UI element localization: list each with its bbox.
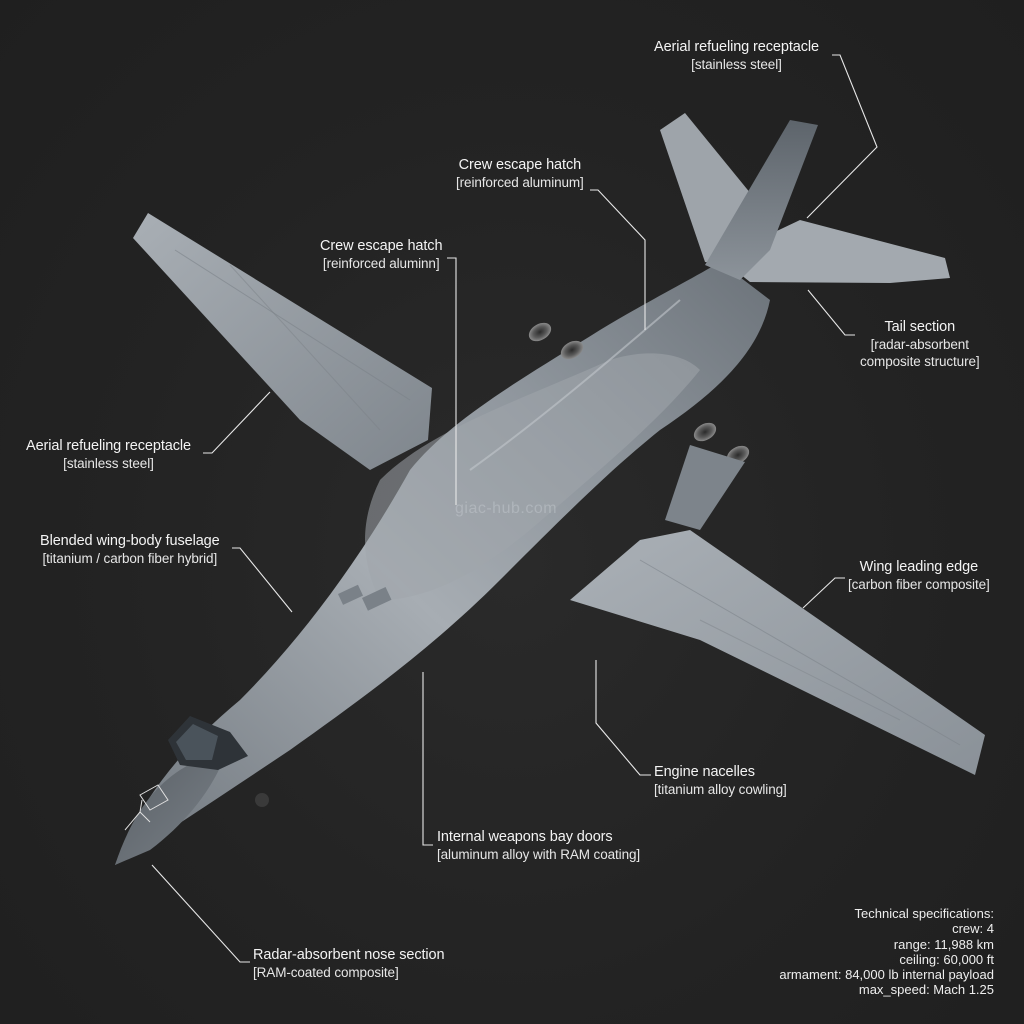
callout-material: [stainless steel]: [691, 57, 782, 72]
callout-crew-hatch-left: Crew escape hatch [reinforced aluminn]: [320, 238, 443, 272]
watermark: giac-hub.com: [455, 500, 558, 517]
callout-tail-section: Tail section [radar-absorbent composite …: [860, 319, 980, 370]
callout-title: Aerial refueling receptacle: [26, 438, 191, 454]
callout-fuselage: Blended wing-body fuselage [titanium / c…: [40, 533, 220, 567]
callout-weapons-bay: Internal weapons bay doors [aluminum all…: [437, 829, 640, 863]
vertical-tail: [705, 120, 818, 280]
callout-title: Crew escape hatch: [458, 157, 582, 173]
callout-material: [stainless steel]: [63, 456, 154, 471]
right-wing: [570, 530, 985, 775]
callout-nose-section: Radar-absorbent nose section [RAM-coated…: [253, 947, 445, 981]
callout-material: [radar-absorbent: [870, 337, 969, 352]
callout-aerial-refueling-left: Aerial refueling receptacle [stainless s…: [26, 438, 191, 472]
leader-aerial-refueling-top: [806, 54, 878, 219]
engine-nacelles-graphic: [528, 322, 750, 530]
spec-ceiling: ceiling: 60,000 ft: [899, 951, 994, 967]
callout-wing-leading-edge: Wing leading edge [carbon fiber composit…: [848, 559, 990, 593]
leader-engine-nacelles: [595, 660, 651, 776]
callout-material: [titanium / carbon fiber hybrid]: [42, 551, 218, 566]
spec-max-speed: max_speed: Mach 1.25: [858, 982, 994, 998]
callout-title: Aerial refueling receptacle: [654, 39, 819, 55]
callout-title: Wing leading edge: [859, 559, 979, 575]
callout-title: Blended wing-body fuselage: [40, 533, 220, 549]
callout-aerial-refueling-top: Aerial refueling receptacle [stainless s…: [654, 39, 819, 73]
callout-title: Engine nacelles: [654, 764, 755, 780]
callout-material: [RAM-coated composite]: [253, 965, 399, 980]
leader-weapons-bay: [422, 672, 433, 846]
callout-engine-nacelles: Engine nacelles [titanium alloy cowling]: [654, 764, 787, 798]
leader-wing-leading-edge: [802, 577, 845, 609]
callout-material-line2: composite structure]: [860, 354, 980, 369]
leader-nose-section: [151, 864, 250, 963]
callout-material: [carbon fiber composite]: [848, 577, 990, 592]
callout-title: Internal weapons bay doors: [437, 829, 613, 845]
fuselage: [115, 262, 770, 865]
callout-material: [reinforced aluminn]: [322, 256, 440, 271]
technical-specifications: Technical specifications: crew: 4 range:…: [779, 906, 994, 998]
spec-armament: armament: 84,000 lb internal payload: [779, 967, 994, 983]
callout-material: [aluminum alloy with RAM coating]: [437, 847, 641, 862]
nose-and-cockpit: [115, 584, 392, 865]
callout-material: [reinforced aluminum]: [456, 175, 584, 190]
leader-crew-hatch-left: [447, 257, 457, 505]
leader-crew-hatch-right: [590, 189, 646, 330]
specs-heading: Technical specifications:: [854, 906, 994, 921]
spec-crew: crew: 4: [952, 921, 994, 937]
callout-title: Tail section: [884, 319, 956, 335]
leader-lines: [151, 54, 878, 963]
leader-fuselage: [232, 547, 293, 613]
spec-range: range: 11,988 km: [893, 936, 994, 952]
callout-crew-hatch-right: Crew escape hatch [reinforced aluminum]: [456, 157, 584, 191]
left-wing: [133, 213, 432, 470]
leader-aerial-refueling-left: [203, 391, 271, 454]
leader-tail-section: [807, 289, 855, 336]
callout-material: [titanium alloy cowling]: [654, 782, 787, 797]
callout-title: Radar-absorbent nose section: [253, 947, 445, 963]
callout-title: Crew escape hatch: [320, 238, 443, 254]
